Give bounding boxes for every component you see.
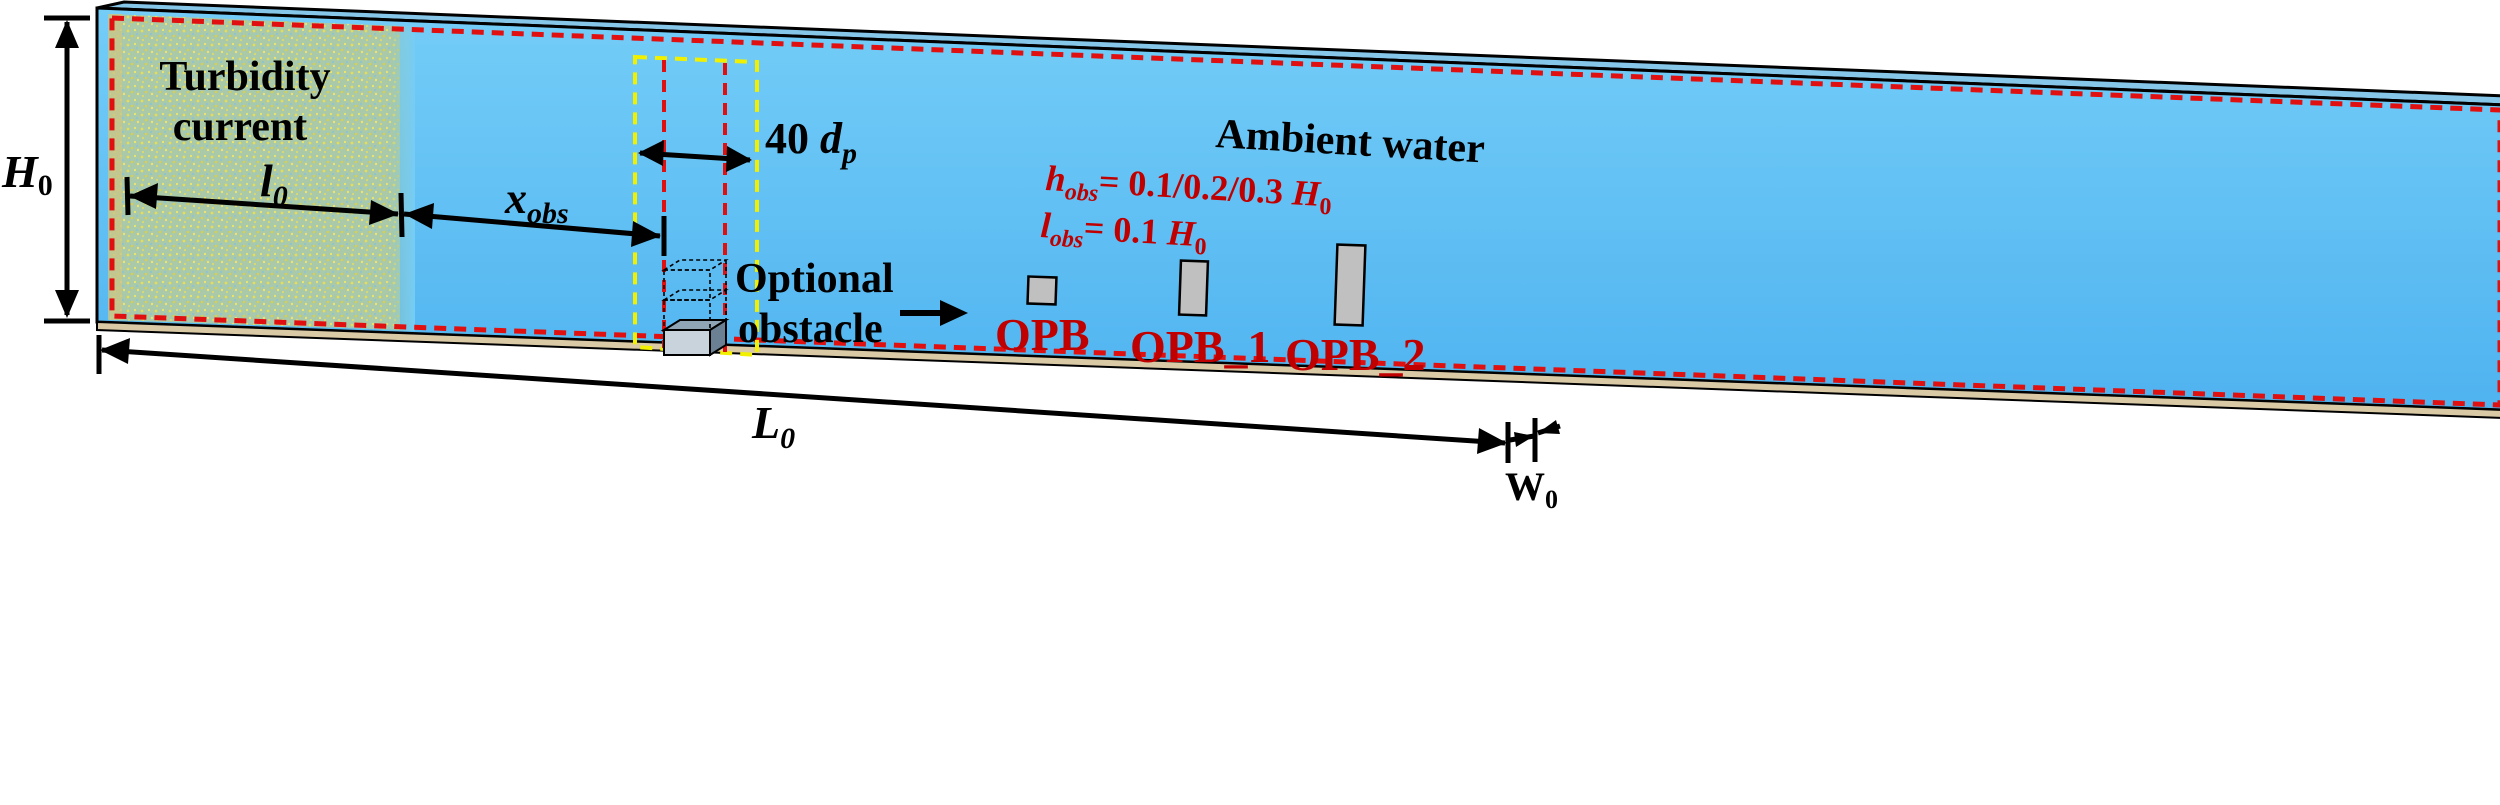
l0-dimension-arrow xyxy=(124,176,405,238)
turbidity-current-region xyxy=(110,14,400,330)
l0-label: l0 xyxy=(260,155,288,213)
obstacle-OPB xyxy=(1026,275,1058,306)
tank-front-face xyxy=(95,6,2500,412)
obstacle-name-OPB_1: OPB_1 xyxy=(1130,321,1271,372)
dp-dimension-arrow xyxy=(638,140,752,172)
obstacle-name-OPB: OPB xyxy=(995,309,1090,360)
refinement-zone-yellow xyxy=(633,54,759,358)
optional-obstacle-label-line2: obstacle xyxy=(738,306,883,352)
H0-dimension-arrow xyxy=(44,15,90,324)
xobs-dimension-arrow xyxy=(403,203,667,256)
xobs-label: xobs xyxy=(504,174,569,230)
dp-label: 40 dp xyxy=(765,114,857,170)
W0-dimension-arrow xyxy=(1509,418,1561,462)
turbidity-fade-edge xyxy=(385,26,415,331)
turbidity-current-label-line2: current xyxy=(173,104,308,150)
optional-obstacle-label-line1: Optional xyxy=(735,256,894,302)
optional-obstacle-arrow xyxy=(900,300,968,326)
obstacle-name-OPB_2: OPB_2 xyxy=(1285,329,1426,380)
flume-obstacle xyxy=(660,259,730,357)
obstacle-OPB_2 xyxy=(1333,243,1367,327)
L0-dimension-arrow xyxy=(96,335,1511,463)
obstacle-OPB_1 xyxy=(1177,259,1210,317)
H0-label: H0 xyxy=(1,146,53,202)
lobs-label: lobs= 0.1 H0 xyxy=(1039,205,1208,261)
W0-label: W0 xyxy=(1505,464,1558,514)
turbidity-current-label-line1: Turbidity xyxy=(159,54,330,100)
L0-label: L0 xyxy=(751,397,795,455)
